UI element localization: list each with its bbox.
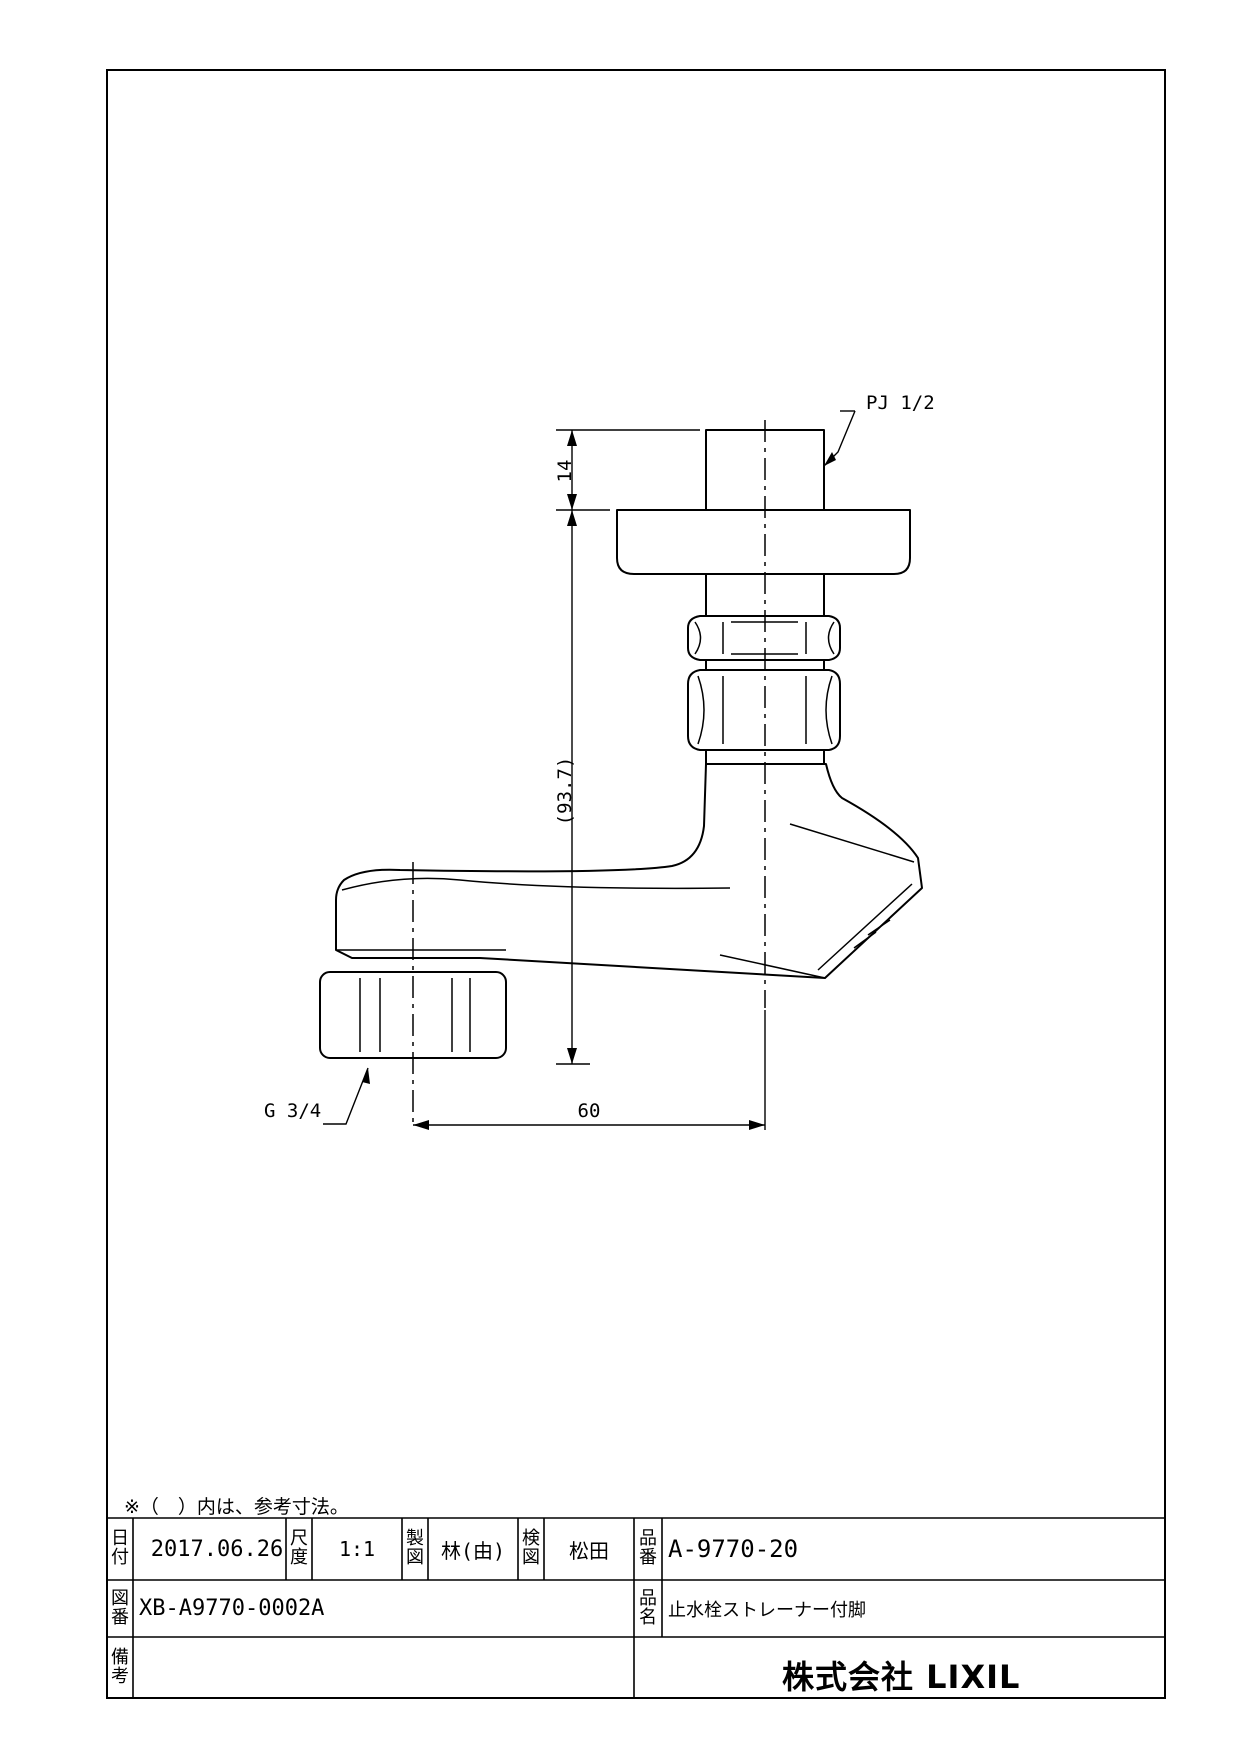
scale-header: 尺度 (290, 1528, 308, 1568)
remarks-header: 備考 (111, 1646, 129, 1687)
drawing-frame (106, 69, 1166, 1699)
flange (616, 509, 911, 575)
company-name: 株式会社 LIXIL (782, 1658, 1021, 1696)
dimension-body-height: (93.7) (554, 757, 576, 826)
checked-header: 検図 (522, 1528, 540, 1568)
faucet-body (319, 429, 923, 1059)
drawing-no-header: 図番 (111, 1587, 129, 1628)
part-no-value: A-9770-20 (668, 1535, 799, 1563)
dimension-top-height: 14 (554, 460, 576, 483)
date-header: 日付 (111, 1528, 129, 1568)
scale-value: 1:1 (338, 1537, 376, 1561)
part-no-header: 品番 (639, 1528, 657, 1568)
upper-hex-nut (687, 615, 841, 661)
center-lines (412, 420, 766, 1128)
thread-label-top: PJ 1/2 (866, 392, 935, 414)
drawn-by-value: 林(由) (440, 1538, 506, 1563)
reference-dimension-note: ※（ ）内は、参考寸法。 (124, 1496, 349, 1518)
detail-lines (336, 621, 915, 1052)
part-name-header: 品名 (639, 1587, 657, 1628)
drawing-no-value: XB-A9770-0002A (139, 1596, 325, 1621)
drawn-header: 製図 (406, 1528, 424, 1568)
part-name-value: 止水栓ストレーナー付脚 (668, 1599, 866, 1621)
thread-label-bottom: G 3/4 (264, 1100, 321, 1122)
dimension-horizontal-offset: 60 (578, 1100, 601, 1122)
dimension-arrows (362, 430, 836, 1130)
arm-and-strainer (335, 763, 923, 979)
title-block-grid (107, 1517, 1165, 1698)
dimension-lines (323, 410, 856, 1130)
lower-hex-nut (687, 669, 841, 751)
checked-by-value: 松田 (569, 1538, 609, 1563)
date-value: 2017.06.26 (150, 1536, 284, 1562)
